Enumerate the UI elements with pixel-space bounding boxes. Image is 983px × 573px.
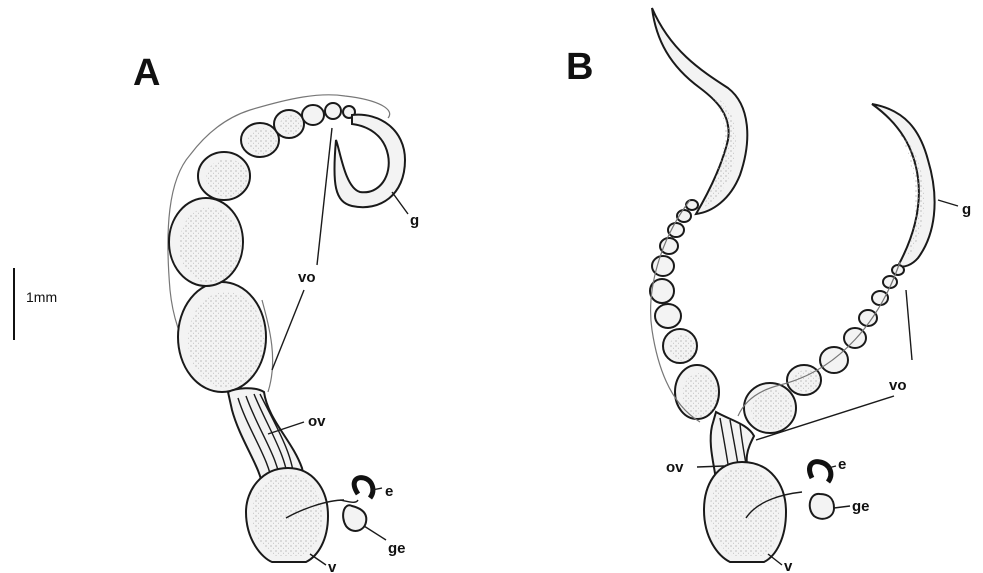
label-gland-b: ge [852,498,870,515]
egg-chamber [872,291,888,305]
label-germarium-a: g [410,212,419,229]
spermathecal-gland [810,494,834,519]
spermathecal-gland [343,505,366,531]
label-oviduct-a: ov [308,413,326,430]
terminal-filament-right [872,104,935,267]
egg-chamber [686,200,698,210]
label-spermatheca-a: e [385,483,393,500]
label-vagina-a: v [328,559,337,573]
spermatheca [354,478,373,498]
egg-chamber [302,105,324,125]
egg-chamber [655,304,681,328]
panel-label-a: A [133,52,160,94]
label-spermatheca-b: e [838,456,846,473]
spermatheca [810,462,831,482]
panel-a-ovariole [168,95,405,562]
panel-label-b: B [566,46,593,88]
label-oviduct-b: ov [666,459,684,476]
label-vagina-b: v [784,558,793,573]
scale-bar-label: 1mm [26,289,57,305]
label-germarium-b: g [962,201,971,218]
terminal-filament-left [652,8,747,214]
label-vitellarium-a: vo [298,269,316,286]
label-gland-a: ge [388,540,406,557]
panel-b-ovarioles [650,8,935,562]
germarium [334,115,405,208]
egg-chamber [325,103,341,119]
egg-chamber [668,223,684,237]
egg-chamber [660,238,678,254]
label-vitellarium-b: vo [889,377,907,394]
